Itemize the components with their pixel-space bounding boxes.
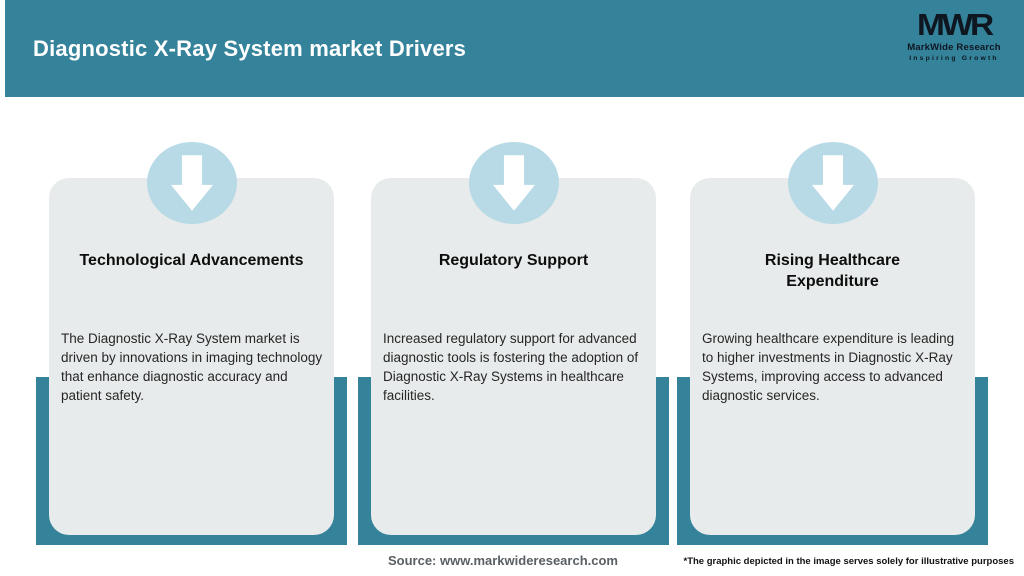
logo-name: MarkWide Research (907, 42, 1001, 53)
logo-tagline: Inspiring Growth (909, 54, 999, 62)
card-body: The Diagnostic X-Ray System market is dr… (61, 331, 323, 404)
logo-monogram: MWR (917, 7, 994, 42)
driver-card: Regulatory Support Increased regulatory … (358, 142, 669, 552)
down-arrow-icon (492, 155, 536, 211)
card-body: Increased regulatory support for advance… (383, 331, 639, 404)
card-background (690, 178, 975, 535)
driver-card: Technological Advancements The Diagnosti… (36, 142, 347, 552)
card-title: Rising Healthcare Expenditure (764, 252, 901, 290)
icon-circle (468, 142, 559, 224)
header-banner: Diagnostic X-Ray System market Drivers M… (5, 0, 1024, 97)
down-arrow-icon (811, 155, 855, 211)
icon-circle (146, 142, 237, 224)
icon-circle (787, 142, 878, 224)
down-arrow-icon (170, 155, 214, 211)
source-text: Source: www.markwideresearch.com (387, 553, 618, 568)
card-title: Regulatory Support (438, 252, 589, 269)
card-background (371, 178, 656, 535)
disclaimer-text: *The graphic depicted in the image serve… (683, 556, 1015, 567)
driver-card: Rising Healthcare Expenditure Growing he… (677, 142, 988, 552)
card-title: Technological Advancements (79, 252, 304, 269)
markwide-logo: MWR MarkWide Research Inspiring Growth (904, 9, 1004, 62)
card-body: Growing healthcare expenditure is leadin… (702, 331, 955, 404)
page-title: Diagnostic X-Ray System market Drivers (33, 35, 467, 61)
card-background (49, 178, 334, 535)
